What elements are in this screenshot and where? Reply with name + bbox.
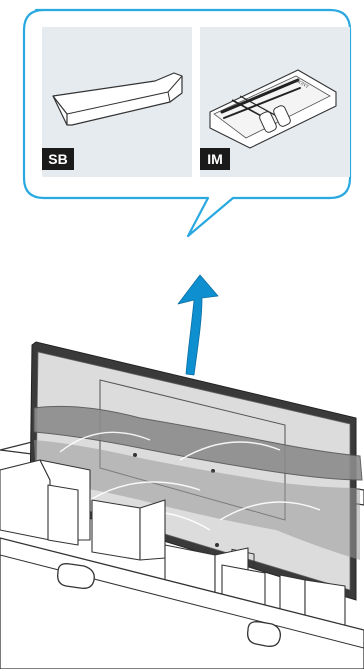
arrow-up-icon [178,275,218,375]
panel-sb: SB [42,27,192,177]
panel-im: SONY IM [200,27,350,177]
tv-in-box-icon [0,342,364,669]
callout-bubble: SB SONY IM [24,10,350,236]
label-sb: SB [48,151,67,167]
label-im: IM [207,151,223,167]
box-handle-right [248,622,281,647]
